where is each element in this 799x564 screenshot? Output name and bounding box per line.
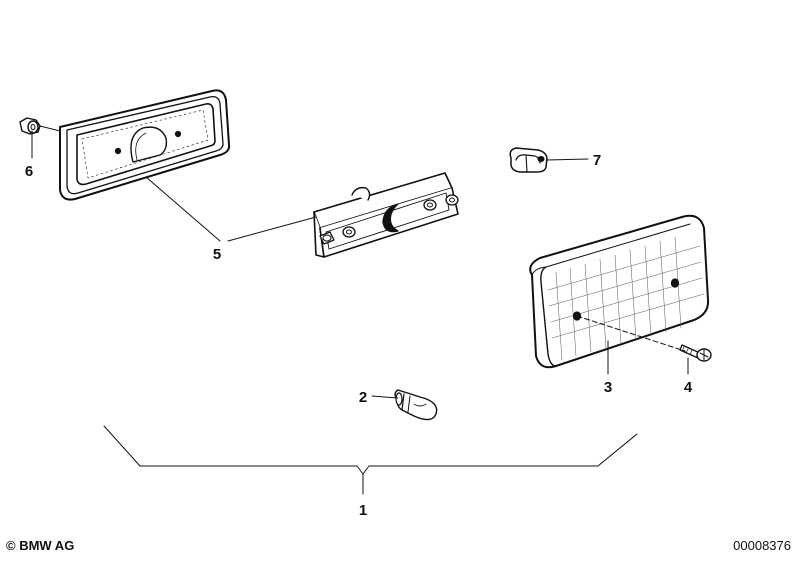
callout-3: 3 <box>604 379 612 396</box>
callout-5: 5 <box>213 246 221 263</box>
part-2-bulb <box>394 389 438 421</box>
leader-2 <box>371 395 399 399</box>
part-4-screw <box>679 344 712 362</box>
plate-stud-right-a <box>423 199 437 211</box>
callout-4: 4 <box>684 379 693 396</box>
leader-5b <box>227 216 317 242</box>
assembly-bracket-1 <box>103 425 638 475</box>
leader-5a <box>145 176 221 242</box>
callout-labels: 1 2 3 4 5 6 7 <box>25 152 693 519</box>
part-7-clip <box>509 147 548 173</box>
leader-6b <box>39 125 61 132</box>
part-3-lens <box>529 214 710 369</box>
leader-lines <box>31 125 689 495</box>
callout-2: 2 <box>359 389 367 406</box>
part-5-mounting-plate <box>313 172 459 258</box>
callout-1: 1 <box>359 502 367 519</box>
plate-stud-left <box>319 231 335 245</box>
diagram-number: 00008376 <box>733 538 791 553</box>
copyright-text: © BMW AG <box>6 538 75 553</box>
part-6-nut <box>19 117 41 135</box>
callout-6: 6 <box>25 163 33 180</box>
leader-7 <box>546 158 589 161</box>
leader-screw-axis <box>576 315 686 352</box>
callout-7: 7 <box>593 152 601 169</box>
part-5-gasket <box>59 89 231 201</box>
plate-stud-mid <box>342 226 356 238</box>
plate-stud-right-b <box>445 194 459 206</box>
